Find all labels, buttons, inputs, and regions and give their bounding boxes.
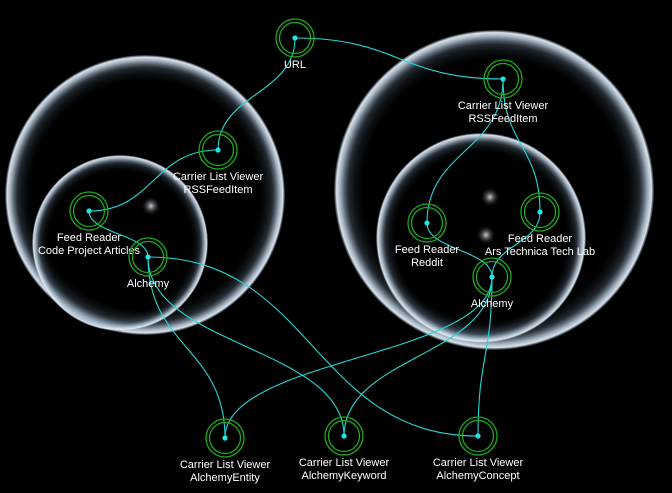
node-label-title: Feed Reader [508,233,573,245]
node-inner-ring [278,21,312,55]
edge-carrier-rss-right-to-feed-arstechnica[interactable] [502,78,541,213]
group-center-marker [480,187,500,207]
node-port-dot [86,208,92,214]
edge-alchemy-right-to-carrier-concept[interactable] [477,276,493,437]
node-port-dot [500,76,506,82]
edge-alchemy-right-to-carrier-keyword[interactable] [343,276,493,437]
node-inner-ring [208,421,242,455]
node-port-dot [292,35,298,41]
node-outer-ring [520,192,560,232]
node-port-dot [424,220,430,226]
group-center-marker [141,196,161,216]
node-label-subtitle: AlchemyConcept [436,470,519,482]
node-port-dot [537,209,543,215]
node-outer-ring [205,418,245,458]
node-alchemy-left[interactable]: Alchemy [127,237,170,290]
group-left-inner-bubble[interactable] [32,155,208,331]
node-outer-ring [407,203,447,243]
node-inner-ring [410,206,444,240]
node-port-dot [222,435,228,441]
node-inner-ring [72,194,106,228]
node-url[interactable]: URL [275,18,315,71]
group-center-marker [476,225,496,245]
node-inner-ring [475,260,509,294]
node-label-subtitle: AlchemyKeyword [302,470,387,482]
edge-url-to-carrier-rss-left[interactable] [217,37,296,151]
node-label-title: Carrier List Viewer [299,457,390,469]
node-alchemy-right[interactable]: Alchemy [471,257,514,310]
edge-alchemy-left-to-carrier-keyword[interactable] [147,256,345,437]
node-port-dot [489,274,495,280]
node-port-dot [475,433,481,439]
edge-feed-arstechnica-to-alchemy-right[interactable] [491,211,541,278]
node-label-title: Feed Reader [395,244,460,256]
edge-carrier-rss-right-to-feed-reddit[interactable] [426,78,504,224]
node-outer-ring [275,18,315,58]
node-inner-ring [523,195,557,229]
node-outer-ring [483,59,523,99]
node-label-title: Feed Reader [57,232,122,244]
node-inner-ring [131,240,165,274]
node-label-title: Carrier List Viewer [433,457,524,469]
edge-alchemy-left-to-carrier-entity[interactable] [147,256,226,439]
node-port-dot [215,147,221,153]
node-outer-ring [472,257,512,297]
node-inner-ring [486,62,520,96]
node-label-title: Carrier List Viewer [458,100,549,112]
edge-carrier-rss-left-to-feed-codeproject[interactable] [88,149,219,212]
connections-layer [88,37,541,439]
node-outer-ring [198,130,238,170]
node-port-dot [145,254,151,260]
node-label-subtitle: RSSFeedItem [468,113,537,125]
node-label-title: Carrier List Viewer [180,459,271,471]
edge-feed-codeproject-to-alchemy-left[interactable] [88,210,149,258]
edge-feed-reddit-to-alchemy-right[interactable] [426,222,493,278]
node-label-subtitle: Reddit [411,257,443,269]
edge-url-to-carrier-rss-right[interactable] [294,37,504,80]
node-port-dot [341,433,347,439]
group-bubbles-layer [5,30,654,350]
node-inner-ring [201,133,235,167]
node-label-title: Carrier List Viewer [173,171,264,183]
node-label-title: Alchemy [127,278,170,290]
node-inner-ring [461,419,495,453]
node-outer-ring [324,416,364,456]
node-label-subtitle: AlchemyEntity [190,472,260,484]
node-outer-ring [458,416,498,456]
node-label-subtitle: Ars Technica Tech Lab [485,246,595,258]
node-inner-ring [327,419,361,453]
node-outer-ring [69,191,109,231]
node-label-title: URL [284,59,306,71]
node-label-title: Alchemy [471,298,514,310]
edge-alchemy-left-to-carrier-concept[interactable] [147,256,479,437]
node-label-subtitle: RSSFeedItem [183,184,252,196]
node-outer-ring [128,237,168,277]
node-label-subtitle: Code Project Articles [38,245,141,257]
edge-alchemy-right-to-carrier-entity[interactable] [224,276,493,439]
